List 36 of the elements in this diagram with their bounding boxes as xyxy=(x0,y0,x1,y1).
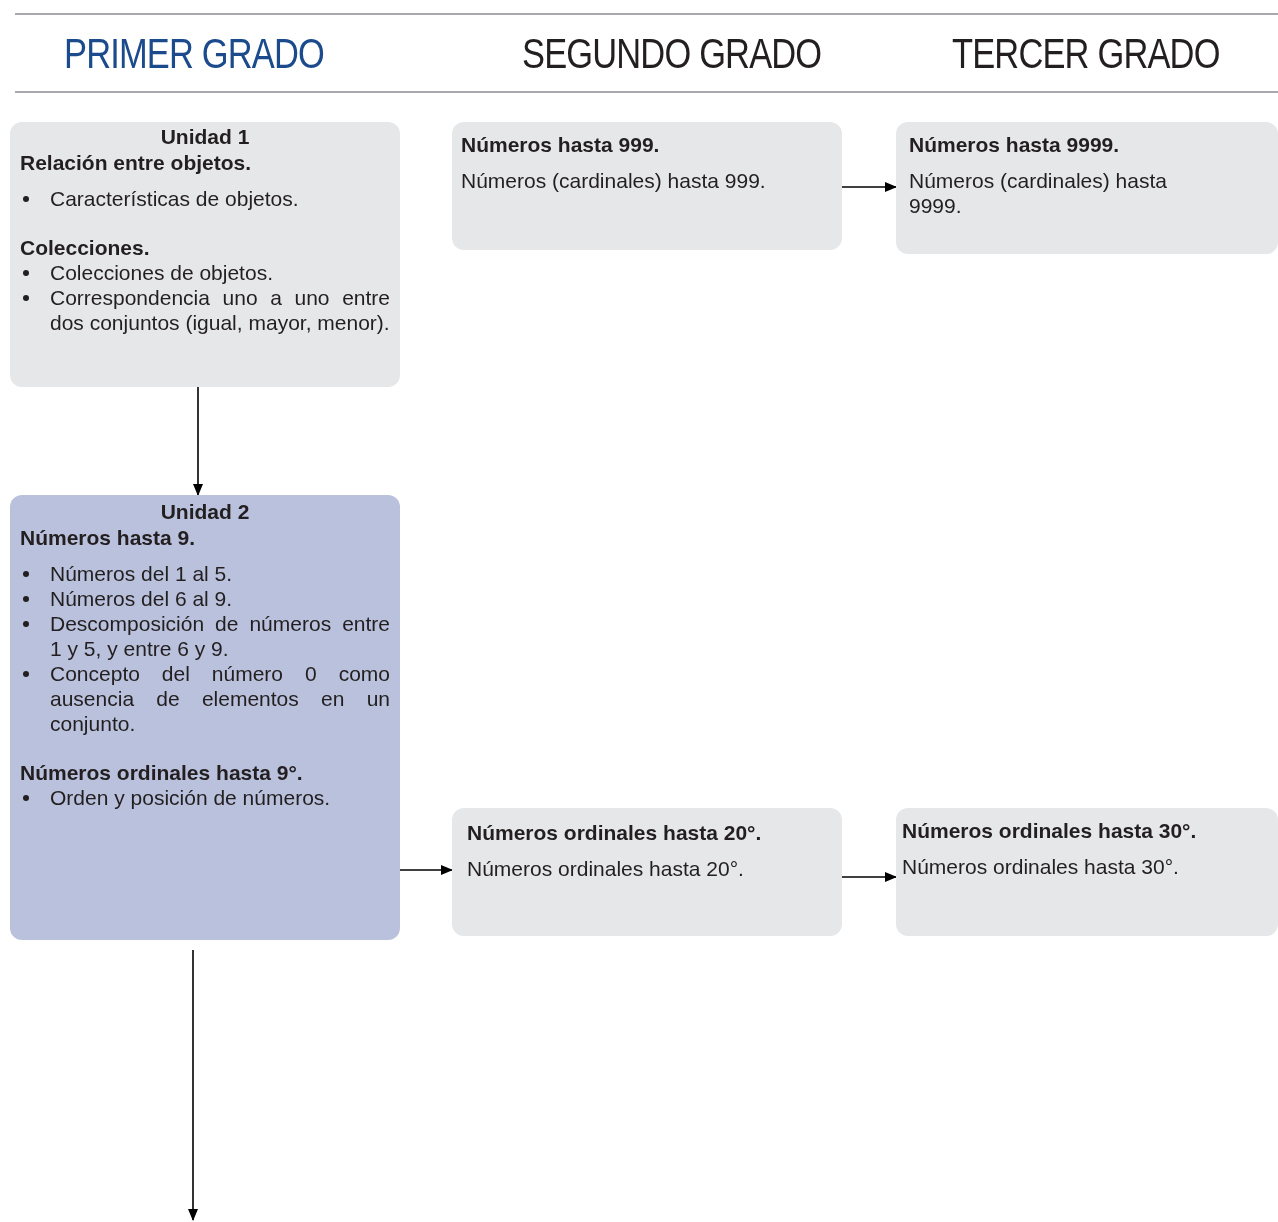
grade-heading: PRIMER GRADO xyxy=(64,29,324,79)
topic-text: Números (cardinales) hasta 9999. xyxy=(909,168,1168,218)
bullet-text: Características de objetos. xyxy=(50,186,299,211)
topic-heading: Números ordinales hasta 20°. xyxy=(467,820,763,846)
arrow xyxy=(841,872,897,882)
grade-heading: TERCER GRADO xyxy=(952,29,1220,79)
topic-heading: Números ordinales hasta 9°. xyxy=(20,760,304,785)
arrow xyxy=(841,182,897,192)
topic-card xyxy=(896,808,1278,936)
topic-text: Números ordinales hasta 20°. xyxy=(467,856,745,881)
topic-text: Números (cardinales) hasta 999. xyxy=(461,168,767,193)
bullet-text: Concepto del número 0 como ausencia de elementos en un conjunto. xyxy=(50,661,390,736)
topic-card xyxy=(896,122,1278,254)
topic-text: Números ordinales hasta 30°. xyxy=(902,854,1180,879)
arrow xyxy=(399,865,453,875)
bullet-text: Orden y posición de números. xyxy=(50,785,331,810)
grade-heading: SEGUNDO GRADO xyxy=(522,29,822,79)
arrow xyxy=(188,949,198,1221)
unit-heading: Unidad 1 xyxy=(159,124,251,150)
topic-heading: Colecciones. xyxy=(20,235,151,260)
bullet-text: Correspondencia uno a uno entre dos conjuntos (igual, mayor, menor). xyxy=(50,285,390,335)
bullet-text: Descomposición de números entre 1 y 5, y entre 6 y 9. xyxy=(50,611,390,661)
topic-card xyxy=(10,495,400,940)
bullet-text: Colecciones de objetos. xyxy=(50,260,273,285)
topic-heading: Números hasta 9999. xyxy=(909,132,1121,158)
topic-card xyxy=(452,808,842,936)
bullet-text: Números del 1 al 5. xyxy=(50,561,233,586)
topic-heading: Relación entre objetos. xyxy=(20,150,253,176)
topic-card xyxy=(452,122,842,250)
topic-heading: Números hasta 999. xyxy=(461,132,661,158)
topic-heading: Números ordinales hasta 30°. xyxy=(902,818,1198,844)
topic-heading: Números hasta 9. xyxy=(20,525,197,551)
arrow xyxy=(193,386,203,496)
unit-heading: Unidad 2 xyxy=(159,499,251,525)
bullet-text: Números del 6 al 9. xyxy=(50,586,233,611)
topic-card xyxy=(10,122,400,387)
